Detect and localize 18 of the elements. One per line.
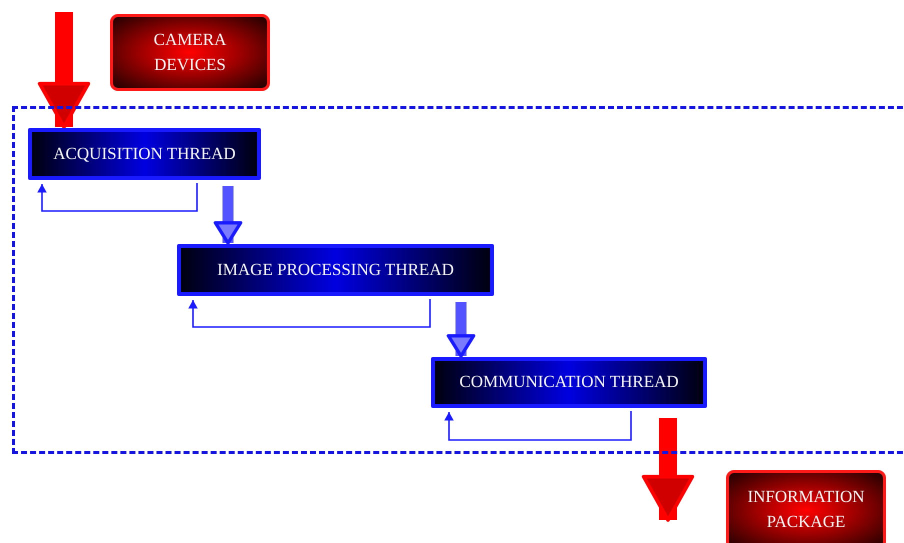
output-box [726,470,886,543]
block-arrow [446,302,476,358]
input-box [110,14,270,91]
feedback-arrow [188,299,431,328]
block-arrow [214,186,242,245]
block-arrow [38,12,90,129]
box-label: COMMUNICATION THREAD [459,371,679,394]
process-box [177,244,494,296]
block-arrow [642,418,694,522]
dashed-frame [12,106,904,454]
process-box [431,357,707,408]
box-label: IMAGE PROCESSING THREAD [217,258,454,281]
box-label: ACQUISITION THREAD [53,142,236,165]
process-box [28,128,261,180]
box-label: CAMERA DEVICES [152,28,228,76]
box-label: INFORMATION PACKAGE [746,486,866,533]
feedback-arrow [444,411,632,441]
feedback-arrow [37,183,198,212]
